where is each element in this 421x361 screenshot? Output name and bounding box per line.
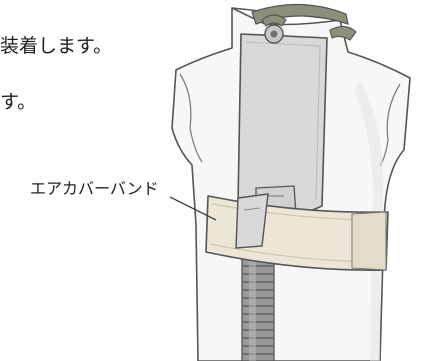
instruction-line-1: 装着します。 (0, 35, 113, 57)
device-tab-icon (235, 193, 269, 249)
air-cover-device-icon (237, 14, 328, 227)
callout-leader-line (169, 196, 217, 221)
corrugated-hose-icon (241, 249, 275, 361)
callout-label-air-cover-band: エアカバーバンド (30, 179, 159, 198)
instruction-line-2: す。 (0, 91, 37, 113)
